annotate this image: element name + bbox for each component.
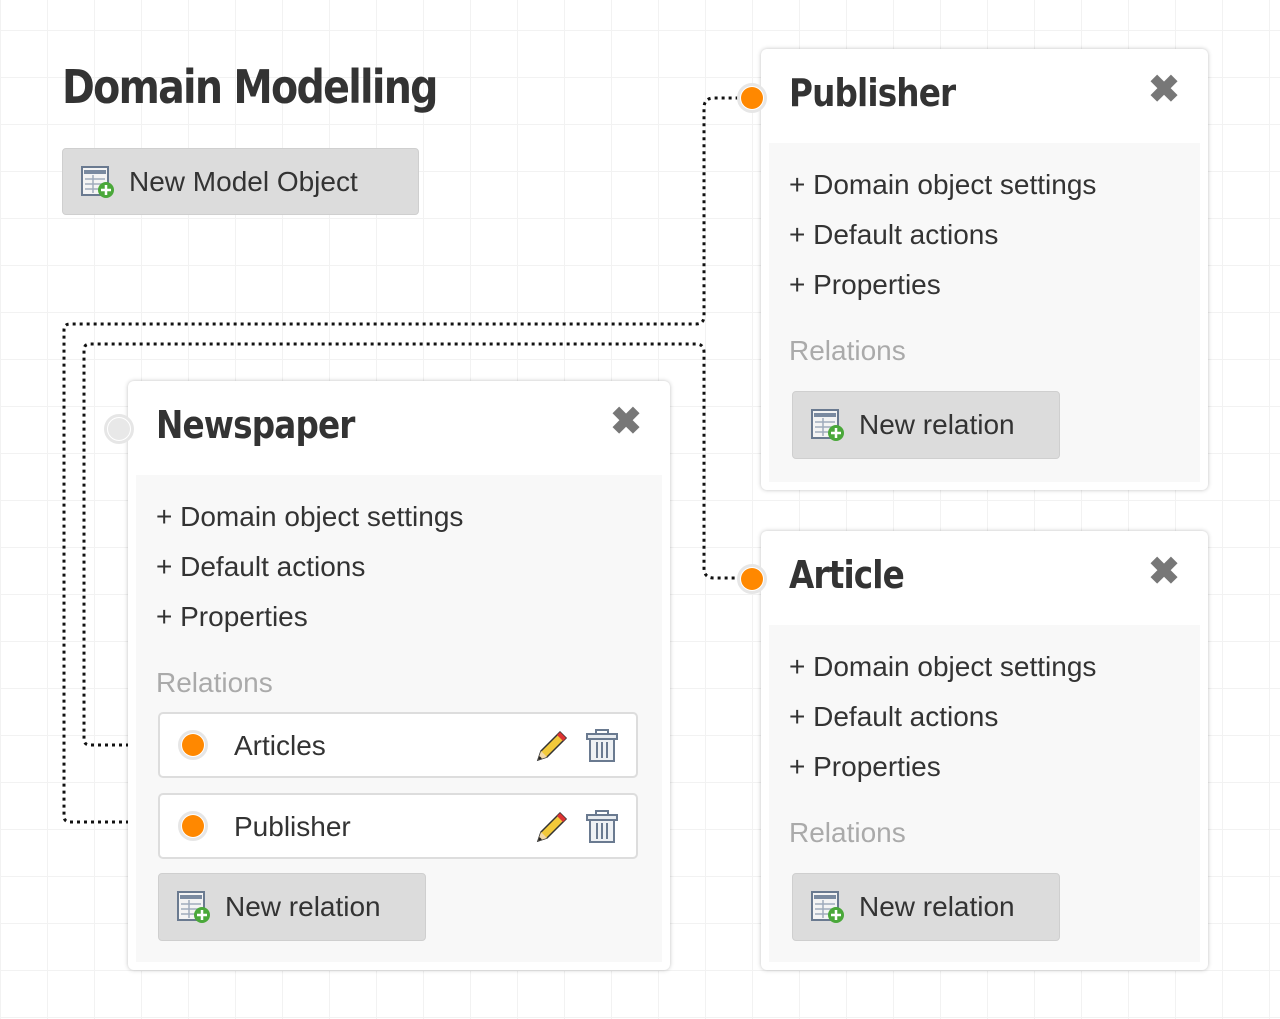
relation-name: Articles [234,730,326,761]
item-properties[interactable]: + Properties [789,269,941,300]
connector-dot-publisher-relation[interactable] [178,811,208,841]
item-domain-settings[interactable]: + Domain object settings [789,651,1097,682]
new-model-object-label: New Model Object [129,165,358,197]
connector-dot-newspaper[interactable] [104,414,134,444]
item-properties[interactable]: + Properties [789,751,941,782]
new-relation-label: New relation [859,409,1015,440]
page-title: Domain Modelling [62,60,438,114]
close-icon[interactable]: ✖ [610,401,642,443]
table-add-icon [81,165,115,199]
connector-dot-publisher[interactable] [737,83,767,113]
new-model-object-button[interactable]: New Model Object [62,148,419,215]
new-relation-button[interactable]: New relation [158,873,426,941]
panel-title: Article [789,553,905,597]
relations-label: Relations [789,335,906,366]
pencil-icon[interactable] [534,728,570,764]
item-domain-settings[interactable]: + Domain object settings [156,501,464,532]
panel-title: Publisher [789,71,956,115]
panel-publisher[interactable]: Publisher ✖ + Domain object settings + D… [761,49,1208,490]
relations-label: Relations [156,667,273,698]
panel-newspaper[interactable]: Newspaper ✖ + Domain object settings + D… [128,381,670,970]
connector-dot-articles[interactable] [178,730,208,760]
connector-articles [82,342,738,747]
connector-publisher [62,96,738,824]
relation-name: Publisher [234,811,351,842]
table-add-icon [811,890,845,924]
table-add-icon [811,408,845,442]
table-add-icon [177,890,211,924]
new-relation-label: New relation [859,891,1015,922]
item-default-actions[interactable]: + Default actions [156,551,366,582]
item-default-actions[interactable]: + Default actions [789,701,999,732]
trash-icon[interactable] [584,728,620,764]
relation-row-articles[interactable]: Articles [158,712,638,778]
new-relation-label: New relation [225,891,381,922]
item-properties[interactable]: + Properties [156,601,308,632]
panel-title: Newspaper [156,403,355,447]
pencil-icon[interactable] [534,809,570,845]
connector-dot-article[interactable] [737,564,767,594]
relations-label: Relations [789,817,906,848]
trash-icon[interactable] [584,809,620,845]
item-domain-settings[interactable]: + Domain object settings [789,169,1097,200]
item-default-actions[interactable]: + Default actions [789,219,999,250]
panel-article[interactable]: Article ✖ + Domain object settings + Def… [761,531,1208,970]
relation-row-publisher[interactable]: Publisher [158,793,638,859]
close-icon[interactable]: ✖ [1148,69,1180,111]
new-relation-button[interactable]: New relation [792,391,1060,459]
new-relation-button[interactable]: New relation [792,873,1060,941]
close-icon[interactable]: ✖ [1148,551,1180,593]
